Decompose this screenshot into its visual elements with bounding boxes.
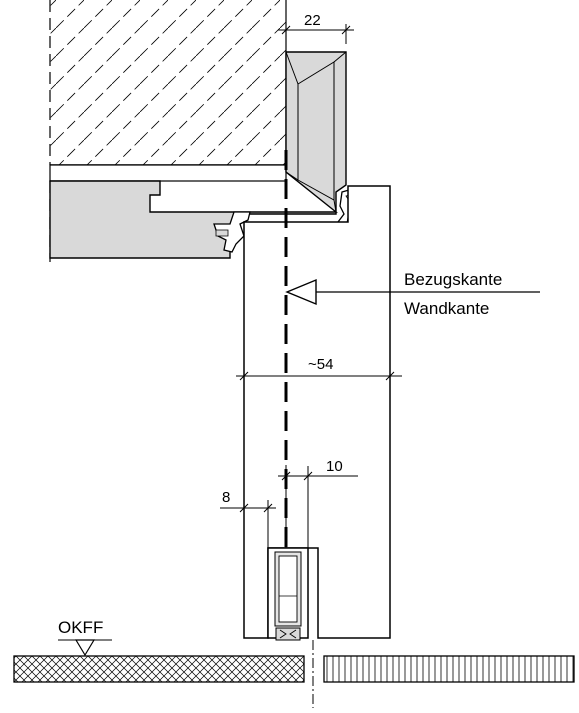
dimension-8 (220, 500, 276, 548)
frame-profile (49, 51, 347, 259)
wall-section (49, 0, 287, 166)
label-bezugskante: Bezugskante (404, 270, 502, 289)
door-leaf (243, 185, 391, 639)
floor-seal-profile (267, 547, 309, 641)
reference-center-line (284, 150, 314, 708)
dimension-22-text: 22 (304, 12, 321, 29)
floor-left-crosshatched (13, 655, 305, 683)
label-wandkante: Wandkante (404, 299, 489, 318)
reference-arrow (285, 278, 540, 306)
dimension-10-text: 10 (326, 458, 343, 475)
dimension-10 (278, 466, 358, 548)
floor-level-marker (58, 639, 112, 657)
dimension-54 (236, 371, 402, 381)
dimension-54-text: ~54 (308, 356, 333, 373)
dimension-8-text: 8 (222, 489, 230, 506)
dimension-22 (278, 8, 354, 44)
label-okff: OKFF (58, 618, 103, 637)
floor-right-hatched (323, 655, 575, 683)
